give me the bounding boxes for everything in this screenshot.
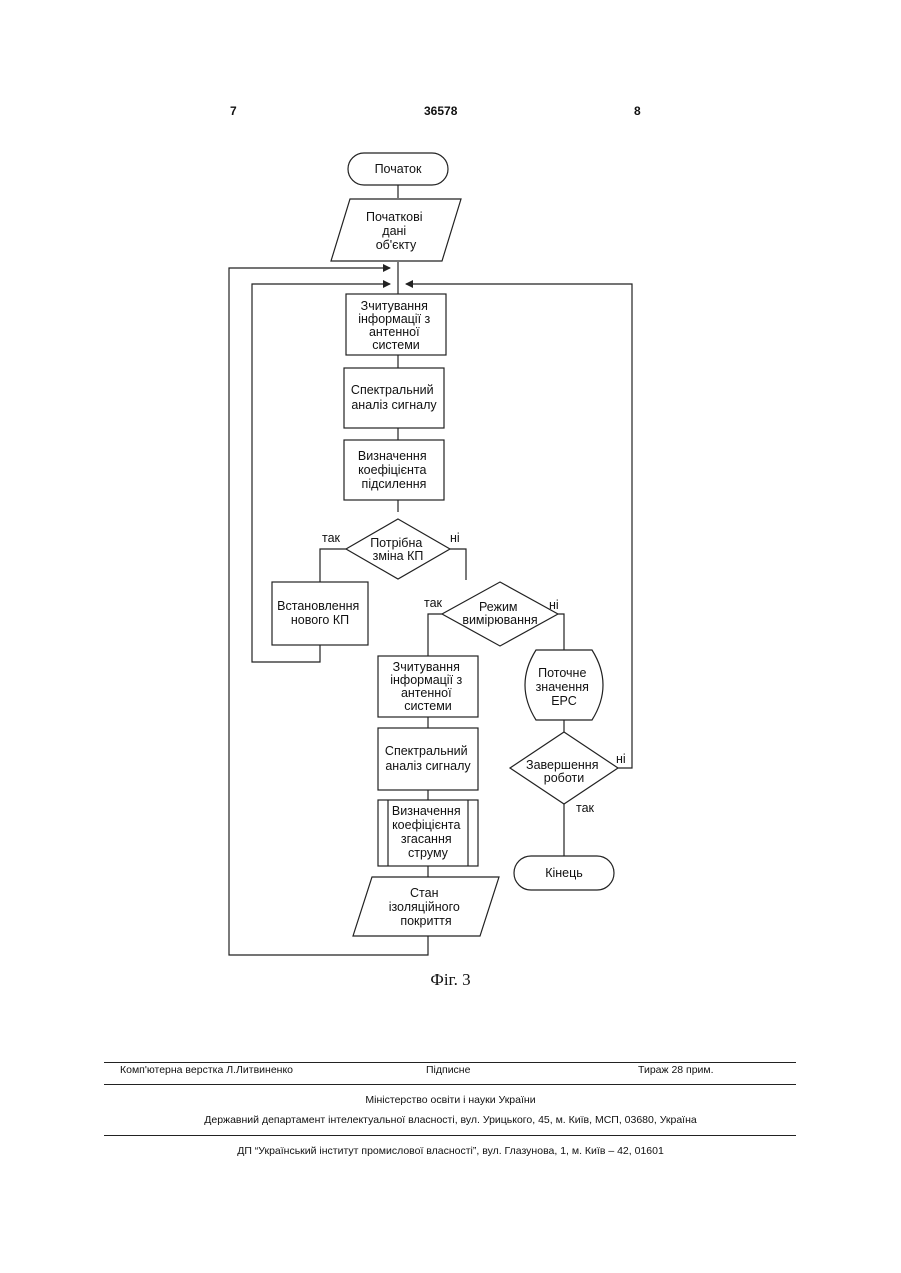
end-label: Кінець (545, 866, 583, 880)
spectral-analysis-label-1: Спектральний аналіз сигналу (351, 383, 437, 412)
footer-layout-credit: Комп'ютерна верстка Л.Литвиненко (120, 1064, 293, 1076)
gain-calc-label: Визначення коефіцієнта підсилення (358, 449, 430, 491)
footer-department: Державний департамент інтелектуальної вл… (0, 1114, 901, 1126)
footer-rule-middle (104, 1084, 796, 1085)
figure-caption: Фіг. 3 (0, 970, 901, 990)
footer-rule-bottom (104, 1135, 796, 1136)
spectral-analysis-label-2: Спектральний аналіз сигналу (385, 744, 471, 773)
decision-kp-yes-label: так (322, 531, 341, 545)
footer-rule-top (104, 1062, 796, 1063)
footer-institute: ДП “Український інститут промислової вла… (0, 1145, 901, 1157)
footer-signed: Підписне (426, 1064, 470, 1076)
decision-kp-no-label: ні (450, 531, 460, 545)
decision-end-no-label: ні (616, 752, 626, 766)
decision-mode-yes-label: так (424, 596, 443, 610)
footer-circulation: Тираж 28 прим. (638, 1064, 714, 1076)
decision-kp-label: Потрібна зміна КП (370, 536, 426, 563)
start-label: Початок (375, 162, 422, 176)
decision-end-yes-label: так (576, 801, 595, 815)
decision-mode-no-label: ні (549, 598, 559, 612)
footer-ministry: Міністерство освіти і науки України (0, 1094, 901, 1106)
